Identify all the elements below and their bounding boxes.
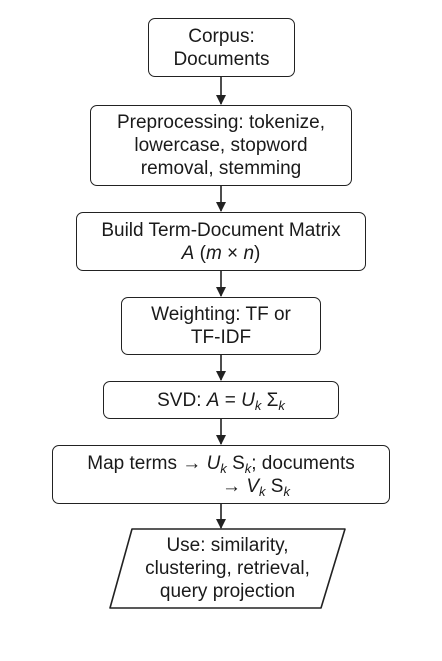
map-v-sub: k — [259, 483, 266, 499]
dims-open: ( — [199, 242, 206, 264]
use-parallelogram-shape — [109, 528, 346, 609]
svd-prefix: SVD: — [157, 389, 207, 411]
weighting-line1: Weighting: TF or — [151, 304, 291, 325]
dims-times: × — [221, 242, 244, 264]
svd-sigma: Σ — [261, 389, 279, 411]
weighting-box: Weighting: TF or TF-IDF — [121, 297, 321, 355]
use-line3: query projection — [159, 581, 296, 602]
build-matrix-line1: Build Term-Document Matrix — [101, 219, 341, 241]
preprocessing-line2: lowercase, stopword — [134, 135, 308, 156]
svd-formula: SVD: A = Uk Σk — [157, 389, 285, 412]
corpus-line1: Corpus: — [188, 25, 255, 47]
svd-u: U — [241, 389, 255, 411]
map-s1: S — [226, 452, 245, 474]
build-matrix-box: Build Term-Document Matrix A (m × n) — [76, 212, 366, 271]
matrix-dimensions: A (m × n) — [182, 242, 261, 265]
svd-eq: = — [219, 389, 242, 411]
map-u: U — [206, 452, 221, 474]
preprocessing-line1: Preprocessing: tokenize, — [116, 112, 326, 133]
matrix-var: A — [181, 242, 195, 264]
use-line2: clustering, retrieval, — [145, 558, 310, 579]
map-line1: Map terms → Uk Sk; documents — [87, 452, 355, 475]
svd-u-sub: k — [254, 397, 262, 413]
map-s2-sub: k — [283, 483, 290, 499]
preprocessing-line3: removal, stemming — [140, 158, 302, 179]
map-prefix: Map terms → — [87, 452, 207, 474]
use-box: Use: similarity, clustering, retrieval, … — [110, 529, 345, 608]
weighting-line2: TF-IDF — [190, 327, 252, 348]
preprocessing-box: Preprocessing: tokenize, lowercase, stop… — [90, 105, 352, 186]
corpus-box: Corpus: Documents — [148, 18, 295, 77]
corpus-line2: Documents — [173, 48, 270, 70]
map-arrow: → — [222, 475, 247, 497]
map-s1-sub: k — [244, 460, 252, 476]
map-v: V — [246, 475, 259, 497]
map-suffix: ; documents — [251, 452, 355, 474]
svd-sigma-sub: k — [278, 397, 285, 413]
map-box: Map terms → Uk Sk; documents → Vk Sk — [52, 445, 390, 504]
use-line1: Use: similarity, — [166, 535, 289, 556]
dim-n: n — [243, 242, 255, 264]
map-u-sub: k — [220, 460, 227, 476]
svd-box: SVD: A = Uk Σk — [103, 381, 339, 419]
map-s2: S — [265, 475, 284, 497]
map-line2: → Vk Sk — [152, 475, 290, 498]
svd-a: A — [206, 389, 220, 411]
dim-m: m — [205, 242, 222, 264]
dims-close: ) — [254, 242, 261, 264]
